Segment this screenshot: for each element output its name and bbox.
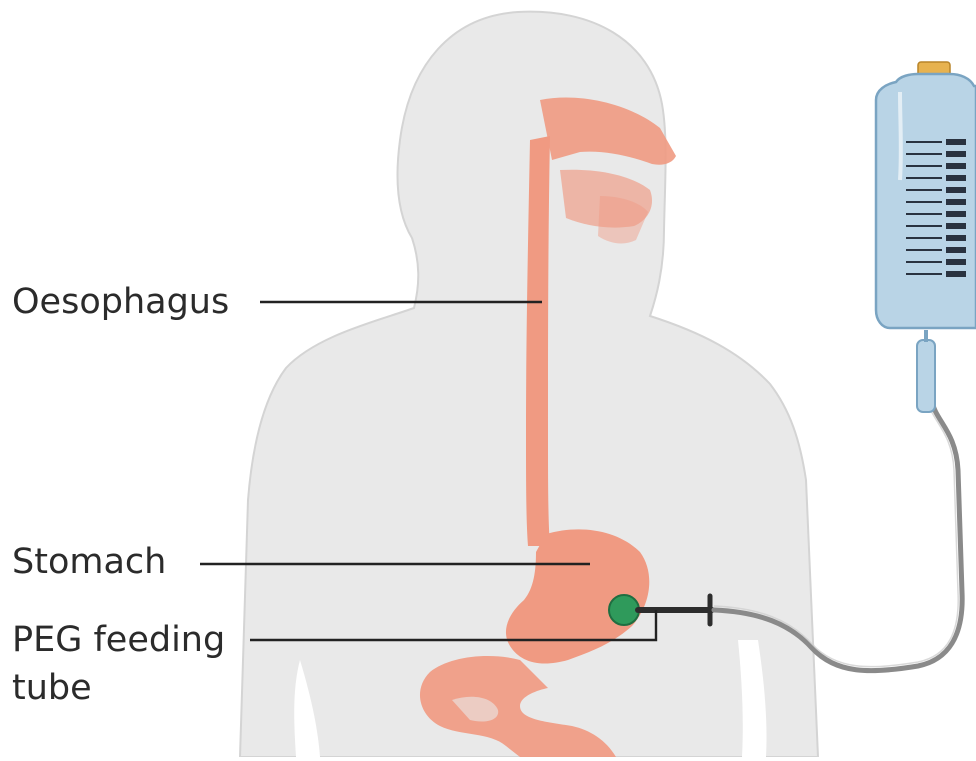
graduation-number-mark: [946, 271, 966, 277]
drip-chamber: [917, 340, 935, 412]
peg-balloon: [609, 595, 639, 625]
graduation-number-mark: [946, 211, 966, 217]
graduation-number-mark: [946, 163, 966, 169]
graduation-number-mark: [946, 259, 966, 265]
graduation-number-mark: [946, 139, 966, 145]
graduation-number-mark: [946, 247, 966, 253]
graduation-number-mark: [946, 235, 966, 241]
graduation-number-mark: [946, 223, 966, 229]
graduation-number-mark: [946, 151, 966, 157]
stomach-label: Stomach: [12, 538, 166, 586]
oesophagus-shape: [526, 136, 550, 546]
graduation-number-mark: [946, 175, 966, 181]
oesophagus-label: Oesophagus: [12, 278, 229, 326]
graduation-number-mark: [946, 199, 966, 205]
graduation-number-mark: [946, 187, 966, 193]
feeding-bag: [876, 62, 976, 328]
peg-tube-label: PEG feeding tube: [12, 616, 225, 712]
